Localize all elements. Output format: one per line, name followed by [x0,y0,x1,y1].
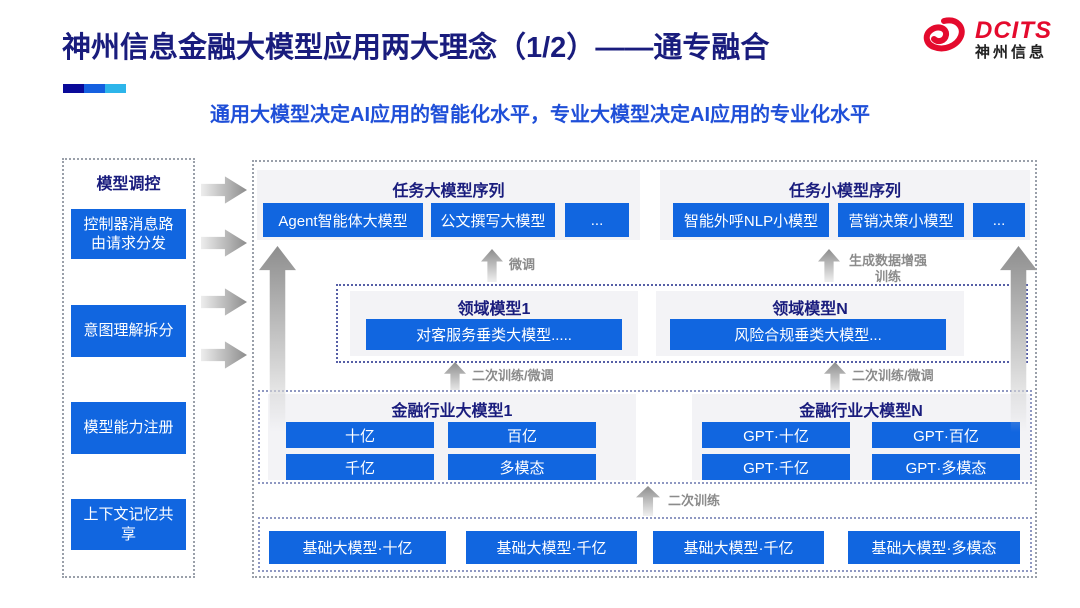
slide-subtitle: 通用大模型决定AI应用的智能化水平，专业大模型决定AI应用的专业化水平 [210,104,870,126]
accent-bar-segment [84,84,105,93]
node-gpt-100b: GPT·千亿 [702,454,850,480]
sidebar-item-intent: 意图理解拆分 [71,305,186,357]
industry-model-n-card: 金融行业大模型N GPT·十亿 GPT·百亿 GPT·千亿 GPT·多模态 [692,394,1030,480]
red-swirl-icon [913,16,967,63]
task-large-model-card: 任务大模型序列 Agent智能体大模型 公文撰写大模型 ... [257,170,640,240]
company-logo: DCITS 神州信息 [913,16,1052,63]
industry-model-1-title: 金融行业大模型1 [391,403,513,420]
secondary-training-label: 二次训练 [668,493,721,508]
gen-data-training-label: 生成数据增强训练 [848,253,927,284]
node-customer-service-vertical-model: 对客服务垂类大模型..... [366,319,622,350]
right-arrow-icon [201,288,247,316]
logo-brand-text: DCITS [975,17,1052,45]
accent-bar-segment [105,84,126,93]
fine-tune-label: 微调 [509,257,536,272]
domain-model-n-card: 领域模型N 风险合规垂类大模型... [656,291,964,356]
domain-model-1-title: 领域模型1 [457,301,531,318]
accent-bar-segment [63,84,84,93]
node-document-writing-model: 公文撰写大模型 [431,203,555,237]
node-risk-compliance-vertical-model: 风险合规垂类大模型... [670,319,946,350]
node-base-model-multimodal: 基础大模型·多模态 [848,531,1020,564]
task-large-model-title: 任务大模型序列 [392,183,505,200]
node-gpt-1b: GPT·十亿 [702,422,850,448]
node-more-small-models: ... [973,203,1025,237]
right-arrow-icon [201,229,247,257]
secondary-training-ft-left-label: 二次训练/微调 [472,368,554,383]
industry-model-1-card: 金融行业大模型1 十亿 百亿 千亿 多模态 [268,394,636,480]
node-base-model-1b: 基础大模型·十亿 [269,531,446,564]
right-arrow-icon [201,341,247,369]
model-control-panel: 模型调控 控制器消息路由请求分发 意图理解拆分 模型能力注册 上下文记忆共享 [62,158,195,578]
accent-bar [63,84,126,93]
node-multimodal: 多模态 [448,454,596,480]
node-marketing-decision-model: 营销决策小模型 [838,203,964,237]
node-base-model-100b-b: 基础大模型·千亿 [653,531,824,564]
industry-model-n-title: 金融行业大模型N [799,403,923,420]
node-10b-param: 百亿 [448,422,596,448]
sidebar-item-registry: 模型能力注册 [71,402,186,454]
sidebar-title: 模型调控 [96,176,161,193]
node-gpt-multimodal: GPT·多模态 [872,454,1020,480]
domain-model-n-title: 领域模型N [772,301,848,318]
task-small-model-title: 任务小模型序列 [788,183,901,200]
logo-company-text: 神州信息 [975,44,1048,62]
task-small-model-card: 任务小模型序列 智能外呼NLP小模型 营销决策小模型 ... [660,170,1030,240]
right-arrow-icon [201,176,247,204]
node-gpt-10b: GPT·百亿 [872,422,1020,448]
node-more-large-models: ... [565,203,629,237]
node-base-model-100b-a: 基础大模型·千亿 [466,531,637,564]
node-1b-param: 十亿 [286,422,434,448]
page-title: 神州信息金融大模型应用两大理念（1/2）——通专融合 [62,32,770,64]
node-agent-large-model: Agent智能体大模型 [263,203,423,237]
node-nlp-outbound-model: 智能外呼NLP小模型 [673,203,829,237]
sidebar-item-router: 控制器消息路由请求分发 [71,209,186,259]
node-100b-param: 千亿 [286,454,434,480]
sidebar-item-context: 上下文记忆共享 [71,499,186,550]
secondary-training-ft-right-label: 二次训练/微调 [852,368,934,383]
model-architecture-container [252,160,1037,578]
domain-model-1-card: 领域模型1 对客服务垂类大模型..... [350,291,638,356]
